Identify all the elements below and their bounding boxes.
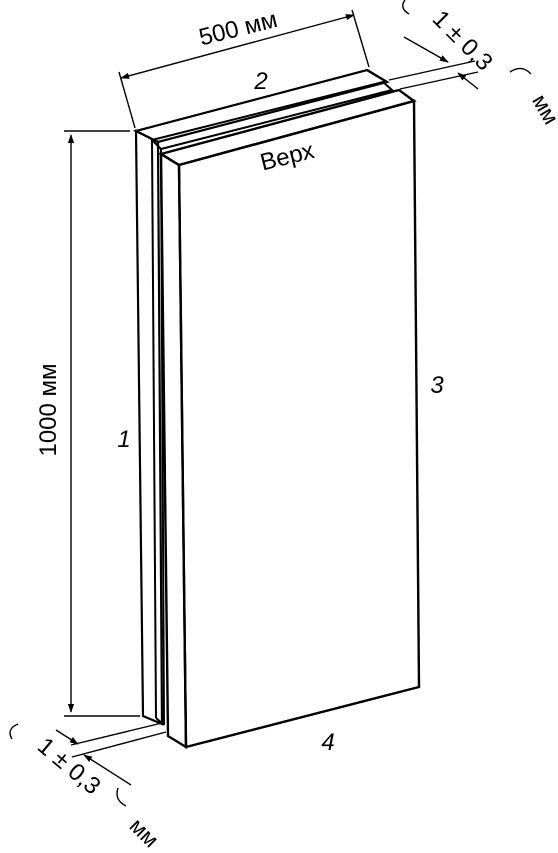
width-label: 500 мм [196,6,280,51]
width-dimension: 500 мм [118,6,370,129]
bottom-gap-unit: мм [125,813,164,852]
top-gap-unit: мм [527,90,558,129]
edge-label-4: 4 [321,729,334,756]
front-panel [157,88,421,750]
bottom-gap-value: 1 ± 0,3 [32,732,105,800]
top-gap-value: 1 ± 0,3 [427,5,498,76]
edge-label-1: 1 [117,426,130,453]
edge-label-2: 2 [253,68,267,95]
edge-label-3: 3 [430,372,444,399]
height-dimension: 1000 мм [35,130,140,717]
height-label: 1000 мм [35,363,62,456]
bottom-gap-dimension: 1 ± 0,3 мм [9,722,167,852]
top-face-label: Верх [258,137,317,176]
middle-panel [150,80,395,726]
